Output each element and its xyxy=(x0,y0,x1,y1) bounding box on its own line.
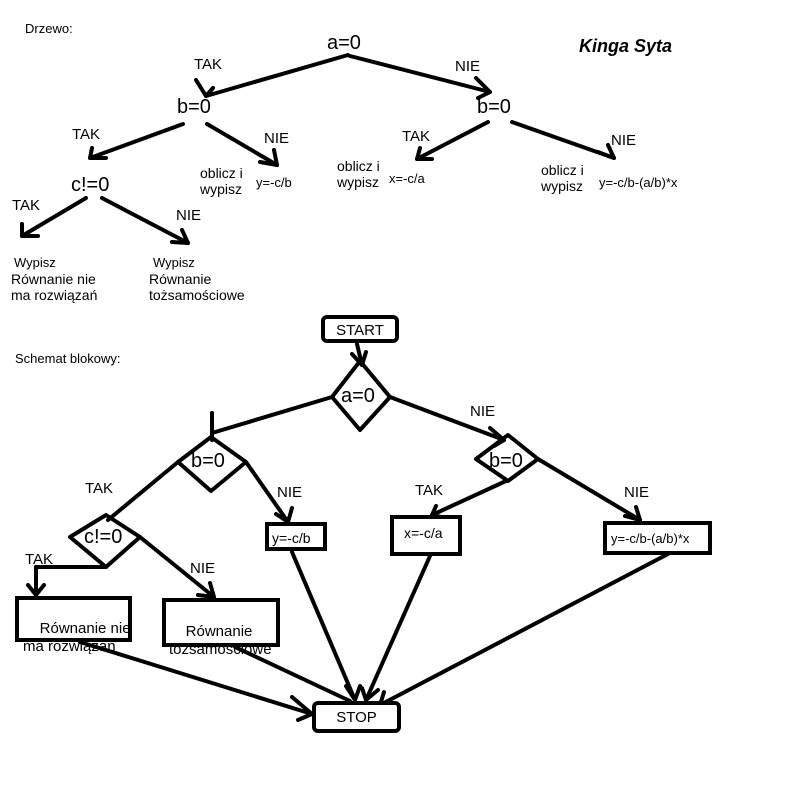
box-x: x=-c/a xyxy=(390,515,462,556)
flow-x-to-stop xyxy=(364,554,432,702)
stop-label: STOP xyxy=(336,709,377,726)
flow-c-no-label: NIE xyxy=(190,560,216,577)
tree-arrow-root-right xyxy=(474,76,492,100)
stop-terminal: STOP xyxy=(312,701,401,733)
tree-arrow-br-left xyxy=(415,146,434,161)
tree-edge-bl-left xyxy=(88,122,185,160)
box-y2: y=-c/b-(a/b)*x xyxy=(603,521,712,555)
tree-leaf-y2-note: oblicz i wypisz xyxy=(541,162,584,195)
flow-a-no-label: NIE xyxy=(470,403,496,420)
box-identity: Równanie tożsamościowe xyxy=(162,598,280,658)
tree-leaf-ident-prefix: Wypisz xyxy=(153,255,195,270)
flow-bl-left xyxy=(106,460,180,522)
flow-c-no xyxy=(138,535,216,599)
flow-br-left xyxy=(430,479,508,517)
tree-edge-c-left xyxy=(20,196,88,238)
tree-leaf-x-note: oblicz i wypisz xyxy=(337,158,380,191)
flow-b-left-yes-label: TAK xyxy=(85,480,114,497)
box-y1-label: y=-c/b xyxy=(272,530,311,546)
tree-c-yes-label: TAK xyxy=(12,197,41,214)
box-y1: y=-c/b xyxy=(265,522,327,551)
flow-y2-to-stop xyxy=(378,552,670,707)
tree-left-b-yes-label: TAK xyxy=(72,126,101,143)
tree-leaf-y1-note: oblicz i wypisz xyxy=(200,165,243,198)
tree-section-label: Drzewo: xyxy=(25,21,73,36)
flow-none-to-stop xyxy=(78,640,314,716)
tree-right-b-no-label: NIE xyxy=(611,132,637,149)
start-label: START xyxy=(336,322,384,339)
tree-arrow-bl-right xyxy=(258,148,279,167)
tree-edge-br-left xyxy=(415,120,490,161)
flow-y1-stop-arrow xyxy=(344,684,362,702)
flow-c-yes-arrow xyxy=(26,583,46,597)
flow-diamond-b-left xyxy=(176,435,248,493)
tree-leaf-none-text: Równanie nie ma rozwiązań xyxy=(11,271,98,304)
tree-left-b-no-label: NIE xyxy=(264,130,290,147)
box-no-solutions-label: Równanie nie ma rozwiązań xyxy=(23,620,131,655)
tree-leaf-none-prefix: Wypisz xyxy=(14,255,56,270)
tree-arrow-c-left xyxy=(20,222,40,238)
flow-a-left xyxy=(210,395,334,435)
flow-cond-b-right: b=0 xyxy=(489,450,523,472)
tree-edge-root-left xyxy=(204,53,350,98)
tree-leaf-x-value: x=-c/a xyxy=(389,171,425,186)
author-name: Kinga Syta xyxy=(579,36,673,56)
tree-leaf-y1-value: y=-c/b xyxy=(256,175,292,190)
flow-diamond-a xyxy=(330,359,392,432)
box-x-label: x=-c/a xyxy=(404,525,443,541)
flow-a-right xyxy=(388,395,506,442)
flow-b-right-no-label: NIE xyxy=(624,484,650,501)
tree-edge-c-right xyxy=(100,196,190,245)
tree-arrow-c-right xyxy=(170,228,190,245)
box-y2-label: y=-c/b-(a/b)*x xyxy=(611,531,690,546)
tree-leaf-y2-value: y=-c/b-(a/b)*x xyxy=(599,175,678,190)
tree-leaf-ident-text: Równanie tożsamościowe xyxy=(149,271,245,304)
flow-b-right-yes-label: TAK xyxy=(415,482,444,499)
flow-br-right-arrow xyxy=(623,505,642,522)
flow-c-yes-label: TAK xyxy=(25,551,54,568)
tree-arrow-root-left xyxy=(194,78,215,98)
flowchart-section-label: Schemat blokowy: xyxy=(15,351,121,366)
tree-edge-bl-right xyxy=(205,122,279,167)
flow-y1-to-stop xyxy=(290,550,357,702)
flow-cond-c: c!=0 xyxy=(84,526,123,548)
tree-right-b-yes-label: TAK xyxy=(402,128,431,145)
box-identity-label: Równanie tożsamościowe xyxy=(169,623,272,658)
flow-bl-right xyxy=(244,460,290,524)
tree-edge-root-right xyxy=(348,54,492,94)
tree-root-condition: a=0 xyxy=(327,32,361,54)
flow-cond-b-left: b=0 xyxy=(191,450,225,472)
flow-c-no-arrow xyxy=(196,581,216,599)
flow-br-right xyxy=(536,457,642,522)
flow-x-stop-arrow xyxy=(360,686,380,702)
flow-cond-a: a=0 xyxy=(341,385,375,407)
tree-c-condition: c!=0 xyxy=(71,174,110,196)
tree-root-no-label: NIE xyxy=(455,58,481,75)
start-terminal: START xyxy=(321,315,399,343)
flow-ident-to-stop xyxy=(233,645,352,703)
tree-arrow-br-right xyxy=(596,143,616,160)
tree-arrow-bl-left xyxy=(88,146,108,160)
flow-b-left-no-label: NIE xyxy=(277,484,303,501)
tree-root-yes-label: TAK xyxy=(194,56,223,73)
tree-right-b-condition: b=0 xyxy=(477,96,511,118)
box-no-solutions: Równanie nie ma rozwiązań xyxy=(15,596,132,655)
tree-c-no-label: NIE xyxy=(176,207,202,224)
tree-left-b-condition: b=0 xyxy=(177,96,211,118)
